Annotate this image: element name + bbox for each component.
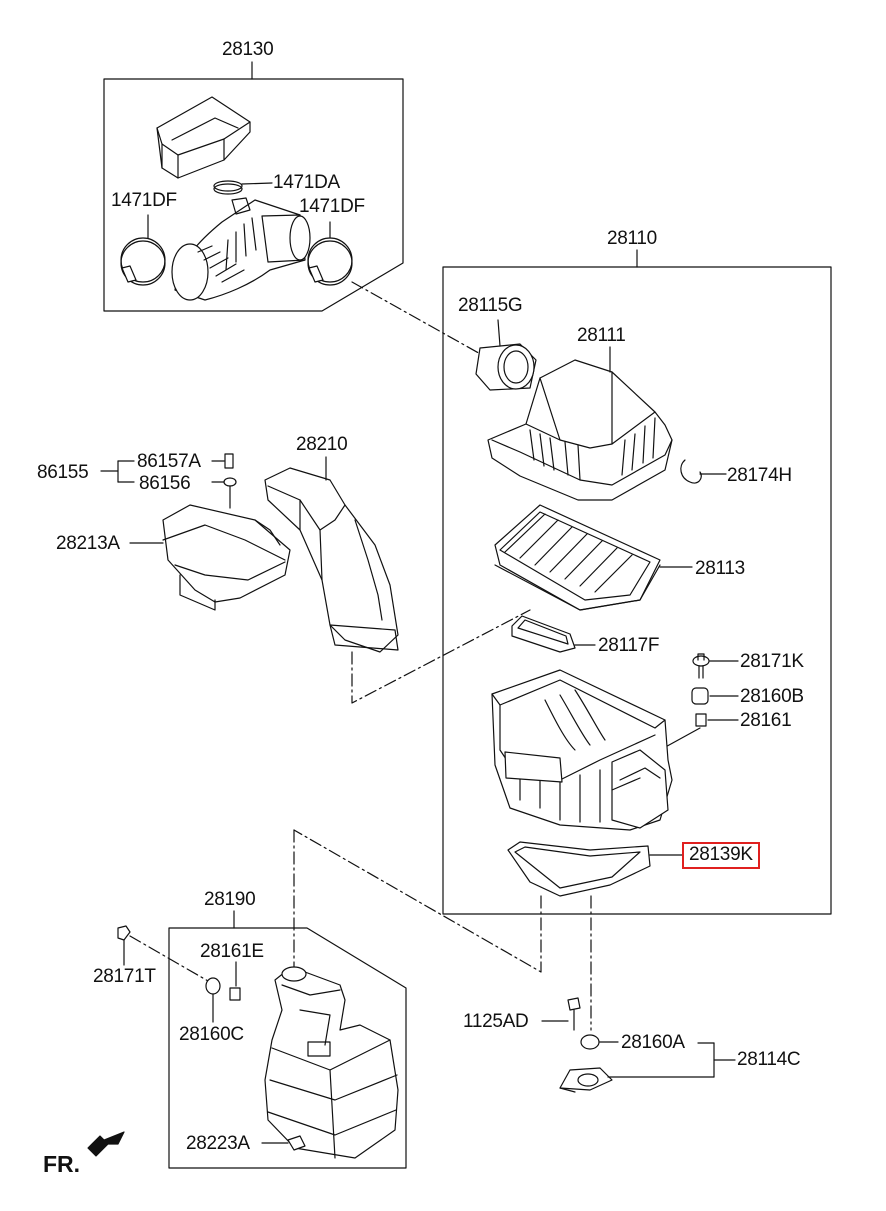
- bracket-86155: [100, 460, 135, 483]
- part-clip-28223A: [261, 1135, 306, 1151]
- label-28161: 28161: [740, 710, 792, 731]
- part-duct-28115G: [475, 319, 537, 391]
- label-1471DA: 1471DA: [273, 172, 340, 193]
- label-28160C: 28160C: [179, 1024, 244, 1045]
- part-intake-hose: [171, 197, 311, 301]
- part-collar-28161: [659, 713, 739, 751]
- part-clip-28174H: [680, 459, 727, 484]
- part-screw-86157A: [211, 453, 234, 469]
- part-grommet-28160A: [580, 1034, 619, 1050]
- part-washer-86156: [211, 477, 237, 509]
- label-1471DF-right: 1471DF: [299, 196, 365, 217]
- label-86156: 86156: [139, 473, 191, 494]
- label-28113: 28113: [695, 558, 745, 579]
- label-28210: 28210: [296, 434, 348, 455]
- label-28190: 28190: [204, 889, 256, 910]
- label-28160B: 28160B: [740, 686, 804, 707]
- group-box-28190: [168, 927, 407, 1169]
- label-1471DF-left: 1471DF: [111, 190, 177, 211]
- part-clamp-1471DA: [213, 180, 273, 195]
- label-28171K: 28171K: [740, 651, 804, 672]
- label-28114C: 28114C: [737, 1049, 801, 1070]
- part-filter-28113: [494, 504, 693, 611]
- connector-hose-to-cover: [351, 281, 485, 357]
- connector-duct-28210: [351, 609, 531, 704]
- part-collar-28161E: [229, 961, 241, 1001]
- fr-arrow-icon: [87, 1131, 125, 1157]
- part-grommet-28160C: [205, 977, 221, 1023]
- label-28160A: 28160A: [621, 1032, 685, 1053]
- group-box-28130: [103, 78, 404, 312]
- part-clamp-right-1471DF: [307, 221, 353, 286]
- part-grommet-28160B: [691, 687, 739, 705]
- label-28174H: 28174H: [727, 465, 792, 486]
- part-upper-cover-28111: [487, 346, 673, 501]
- part-lower-case-28110: [491, 669, 673, 831]
- label-28115G: 28115G: [458, 295, 523, 316]
- label-28111: 28111: [577, 325, 626, 346]
- label-28110: 28110: [607, 228, 657, 249]
- label-28130: 28130: [222, 39, 274, 60]
- label-28223A: 28223A: [186, 1133, 250, 1154]
- part-resonator-cover: [156, 96, 251, 179]
- label-28117F: 28117F: [598, 635, 660, 656]
- label-28213A: 28213A: [56, 533, 120, 554]
- part-bolt-28171T: [117, 925, 216, 986]
- part-bolt-28171K: [692, 653, 739, 679]
- label-front-direction: FR.: [43, 1151, 81, 1177]
- part-bracket-28114C: [559, 1042, 736, 1093]
- part-seal-28117F: [511, 615, 596, 653]
- part-bolt-1125AD: [541, 997, 581, 1031]
- label-86155: 86155: [37, 462, 89, 483]
- connector-bracket-28139K: [293, 829, 542, 973]
- label-28161E: 28161E: [200, 941, 264, 962]
- label-28171T: 28171T: [93, 966, 156, 987]
- part-resonator-28190: [264, 966, 399, 1159]
- label-86157A: 86157A: [137, 451, 201, 472]
- part-air-guide-28213A: [129, 504, 291, 611]
- part-clamp-left-1471DF: [120, 214, 166, 286]
- label-1125AD: 1125AD: [463, 1011, 529, 1032]
- label-28139K-highlighted: 28139K: [682, 842, 760, 869]
- part-duct-28139K: [507, 841, 683, 897]
- part-duct-28210: [264, 456, 399, 653]
